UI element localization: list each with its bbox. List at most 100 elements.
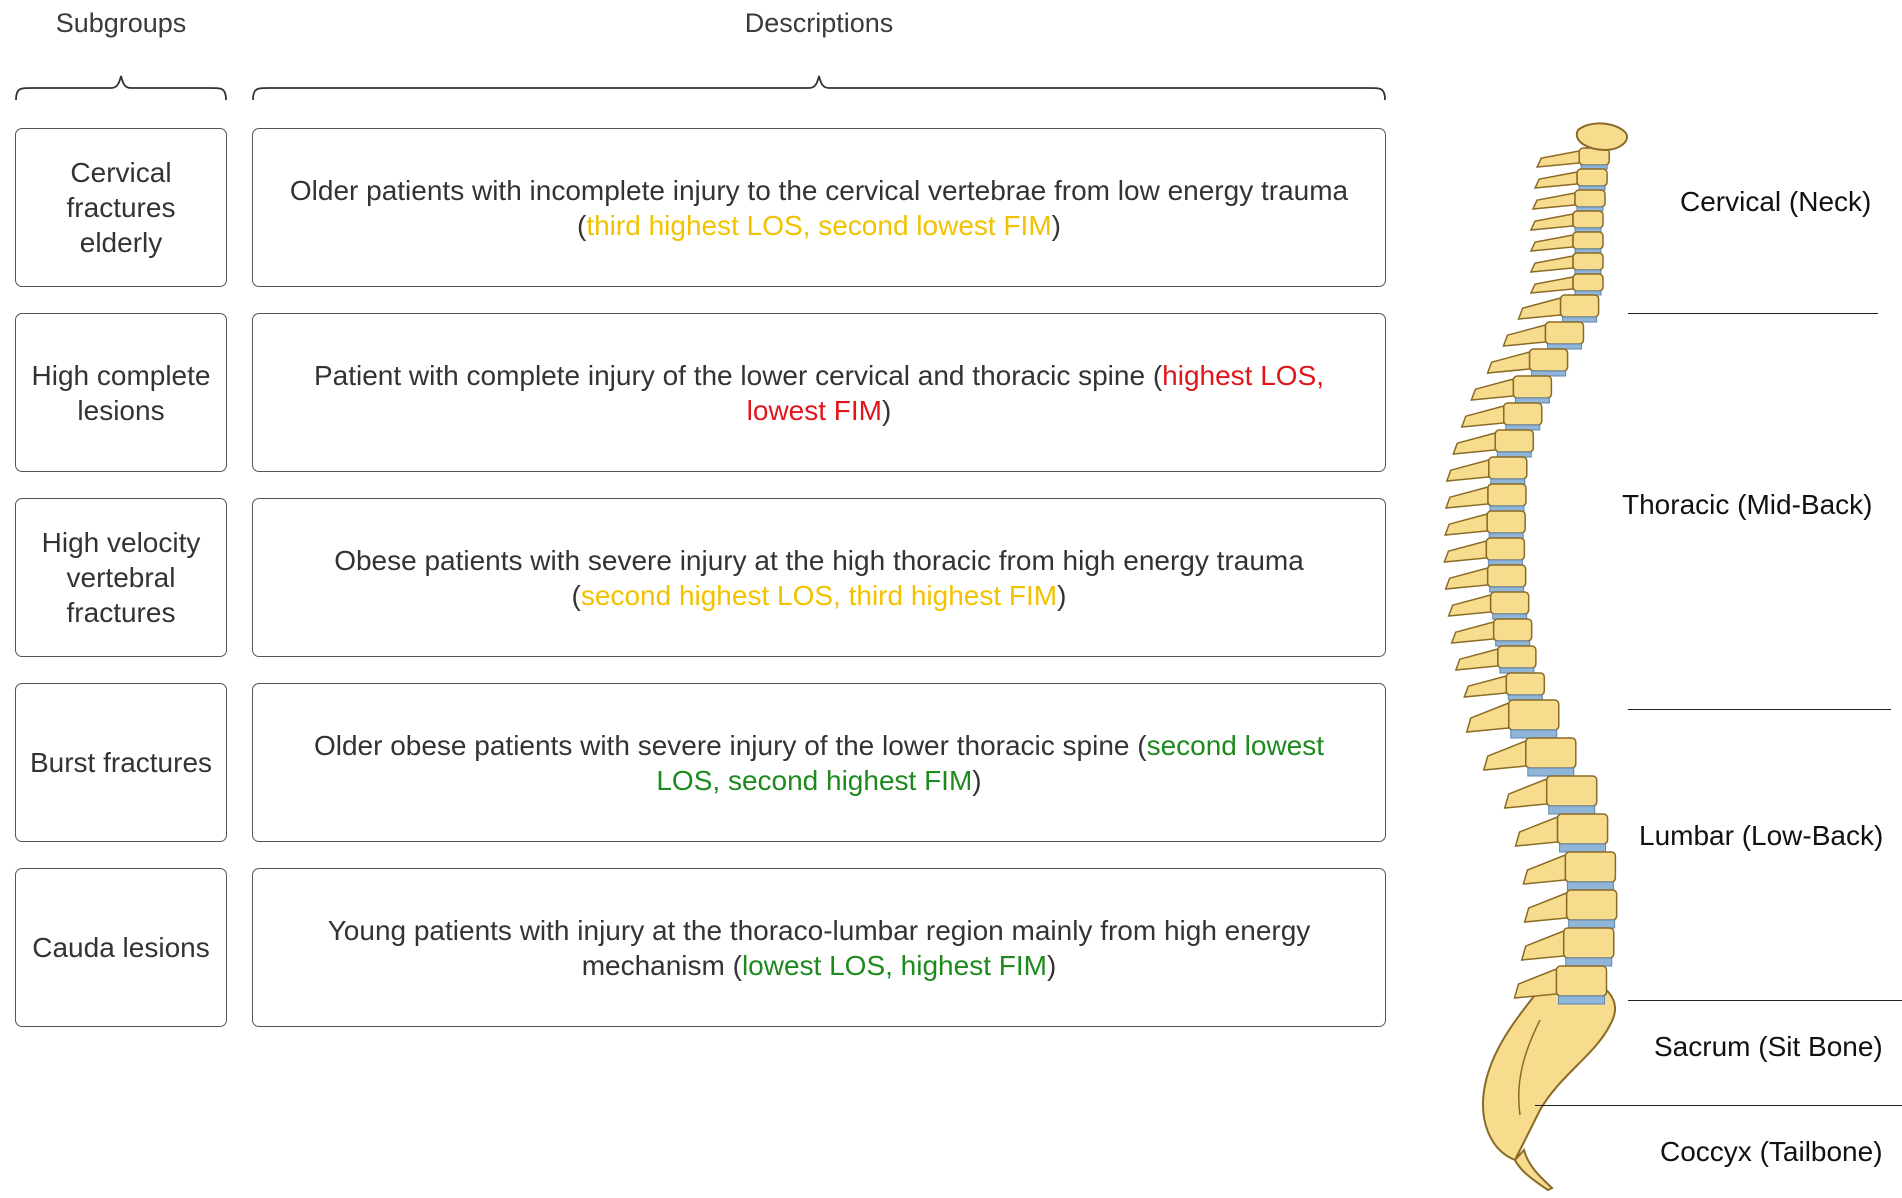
description-box-high-velocity-vertebral-fractures: Obese patients with severe injury at the… <box>252 498 1386 657</box>
subgroup-label: Burst fractures <box>29 747 213 778</box>
vertebra-body <box>1544 321 1585 345</box>
vertebra-process <box>1529 234 1574 252</box>
vertebra-process <box>1503 777 1548 809</box>
vertebra-process <box>1443 540 1488 563</box>
vertebra-process <box>1463 675 1508 698</box>
subgroup-label: Cauda lesions <box>32 932 210 963</box>
descriptions-brace <box>252 75 1386 101</box>
intervertebral-disc <box>1558 995 1605 1005</box>
descriptions-header: Descriptions <box>744 8 894 38</box>
vertebra-process <box>1460 405 1505 428</box>
vertebra-process <box>1444 513 1488 536</box>
vertebra-body <box>1488 456 1528 480</box>
vertebra-process <box>1454 648 1499 671</box>
separator-line-sacrum-coccyx <box>1535 1105 1902 1106</box>
subgroups-header: Subgroups <box>55 8 187 38</box>
vertebra-process <box>1482 739 1527 771</box>
subgroup-box-burst-fractures: Burst fractures <box>15 683 227 842</box>
subgroup-box-cauda-lesions: Cauda lesions <box>15 868 227 1027</box>
description-highlight: highest LOS, lowest FIM <box>746 359 1325 426</box>
vertebra-process <box>1517 297 1562 320</box>
intervertebral-disc <box>1559 843 1607 853</box>
intervertebral-disc <box>1527 767 1575 777</box>
description-highlight: second lowest LOS, second highest FIM <box>656 729 1325 796</box>
subgroup-box-high-complete-lesions: High complete lesions <box>15 313 227 472</box>
description-tail: ) <box>972 764 982 796</box>
description-main: Obese patients with severe injury at the… <box>334 544 1304 611</box>
vertebra-process <box>1520 929 1565 961</box>
description-text: Young patients with injury at the thorac… <box>289 913 1349 983</box>
description-highlight: third highest LOS, second lowest FIM <box>586 209 1052 241</box>
vertebra-process <box>1533 171 1578 189</box>
vertebra-body <box>1562 927 1615 959</box>
vertebra-process <box>1522 853 1567 885</box>
vertebra-body <box>1572 231 1604 250</box>
vertebra-body <box>1487 483 1527 507</box>
subgroup-box-cervical-fractures-elderly: Cervical fractures elderly <box>15 128 227 287</box>
vertebra-body <box>1556 813 1609 845</box>
vertebra-body <box>1564 851 1617 883</box>
description-tail: ) <box>1046 949 1057 981</box>
separator-line-thoracic-lumbar <box>1628 709 1891 710</box>
vertebra-body <box>1545 775 1598 807</box>
vertebra-body <box>1503 402 1543 426</box>
description-highlight: lowest LOS, highest FIM <box>741 949 1047 981</box>
vertebra-process <box>1529 213 1574 231</box>
description-text: Patient with complete injury of the lowe… <box>289 358 1349 428</box>
region-label-thoracic: Thoracic (Mid-Back) <box>1622 489 1873 520</box>
intervertebral-disc <box>1565 957 1613 967</box>
atlas-vertebra <box>1575 122 1628 152</box>
vertebra-process <box>1447 594 1492 617</box>
subgroup-label: High complete lesions <box>31 359 211 426</box>
vertebra-process <box>1535 150 1580 168</box>
vertebra-process <box>1529 255 1574 273</box>
vertebra-body <box>1565 889 1618 921</box>
description-highlight: second highest LOS, third highest FIM <box>580 579 1058 611</box>
separator-line-cervical-thoracic <box>1628 313 1878 314</box>
description-main: Older patients with incomplete injury to… <box>289 174 1349 241</box>
intervertebral-disc <box>1548 805 1596 815</box>
vertebra-body <box>1525 737 1577 769</box>
vertebra-body <box>1505 672 1546 696</box>
vertebra-body <box>1576 168 1608 187</box>
description-text: Older patients with incomplete injury to… <box>289 173 1349 243</box>
subgroup-label: High velocity vertebral fractures <box>41 527 201 628</box>
vertebra-process <box>1444 486 1489 509</box>
vertebra-process <box>1514 815 1559 847</box>
vertebra-body <box>1559 294 1600 318</box>
vertebra-body <box>1572 252 1604 271</box>
vertebra-body <box>1572 210 1604 229</box>
description-box-cauda-lesions: Young patients with injury at the thorac… <box>252 868 1386 1027</box>
vertebra-body <box>1492 618 1533 642</box>
region-label-cervical: Cervical (Neck) <box>1680 186 1872 217</box>
region-label-lumbar: Lumbar (Low-Back) <box>1639 820 1884 851</box>
vertebra-body <box>1528 348 1569 372</box>
description-text: Obese patients with severe injury at the… <box>289 543 1349 613</box>
vertebra-process <box>1513 967 1558 999</box>
subgroups-brace <box>15 75 227 101</box>
vertebra-process <box>1486 351 1531 374</box>
vertebra-body <box>1555 965 1608 997</box>
description-main: Patient with complete injury of the lowe… <box>313 359 1163 391</box>
separator-line-lumbar-sacrum <box>1628 1000 1902 1001</box>
description-tail: ) <box>1051 209 1061 241</box>
region-label-sacrum: Sacrum (Sit Bone) <box>1654 1031 1883 1062</box>
vertebra-process <box>1452 432 1497 455</box>
coccyx-bone <box>1513 1147 1554 1192</box>
vertebra-body <box>1572 273 1604 292</box>
description-box-high-complete-lesions: Patient with complete injury of the lowe… <box>252 313 1386 472</box>
region-label-coccyx: Coccyx (Tailbone) <box>1660 1136 1883 1167</box>
vertebra-body <box>1497 645 1537 669</box>
intervertebral-disc <box>1568 919 1616 929</box>
vertebra-process <box>1450 621 1495 644</box>
sacrum-ridge <box>1517 1019 1541 1116</box>
vertebra-body <box>1508 699 1560 731</box>
vertebra-process <box>1502 324 1547 347</box>
subgroup-label: Cervical fractures elderly <box>66 157 176 258</box>
intervertebral-disc <box>1510 729 1558 739</box>
subgroup-box-high-velocity-vertebral-fractures: High velocity vertebral fractures <box>15 498 227 657</box>
vertebra-process <box>1529 276 1574 294</box>
description-tail: ) <box>882 394 892 426</box>
spine-illustration <box>1443 122 1628 1192</box>
intervertebral-disc <box>1566 881 1614 891</box>
